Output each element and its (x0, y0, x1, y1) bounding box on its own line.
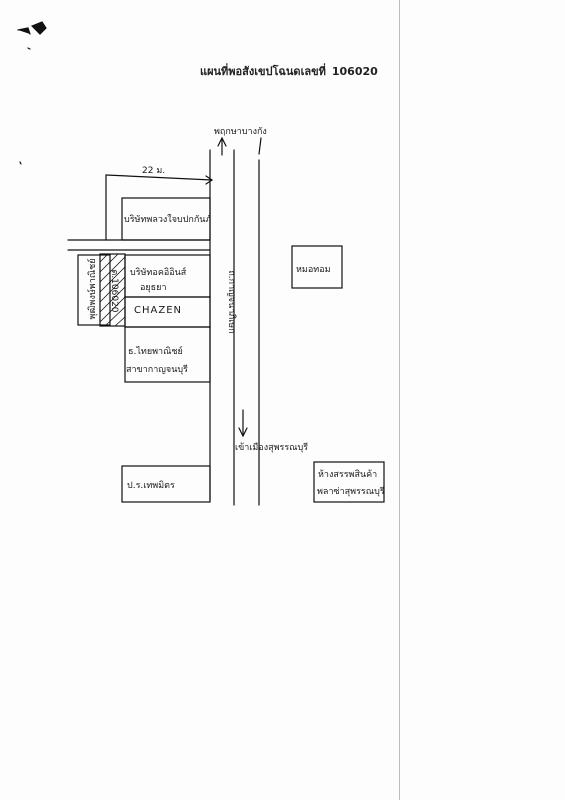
building-thai-panich (124, 326, 211, 383)
south-road-label: เข้าเมืองสุพรรณบุรี (235, 443, 309, 453)
label-department-store: ห้างสรรพสินค้า (318, 470, 378, 480)
label-thai-panich: ธ.ไทยพาณิชย์ (128, 347, 183, 357)
label-left-strip: พุฒิพงษ์พาณิชย์ (88, 258, 98, 320)
dimension-arrow-icon (205, 175, 214, 185)
paper-margin-line (399, 0, 400, 800)
label-department-store-sub: พลาซ่าสุพรรณบุรี (317, 487, 385, 497)
building-department-store (313, 461, 385, 503)
distance-label: 22 ม. (142, 166, 166, 176)
road-name-label: ถ.กาญจนาภิเษก (226, 270, 236, 334)
pen-dot-icon (19, 161, 22, 165)
south-arrow-icon (238, 427, 248, 438)
title-text: แผนที่พอสังเขปโฉนดเลขที่ (200, 65, 326, 78)
label-top-building: บริษัทพลวงใจบปกกันภัย (124, 215, 210, 225)
plot-hatch (99, 253, 126, 327)
north-road-label: พฤกษาบางกัง (214, 127, 267, 137)
corner-mark-icon (17, 21, 47, 35)
building-left-strip (77, 254, 111, 326)
map-title: แผนที่พอสังเขปโฉนดเลขที่ 106020 (200, 62, 378, 80)
deed-number: 106020 (331, 65, 378, 78)
label-thai-panich-sub: สาขากาญจนบุรี (126, 365, 188, 375)
building-east (291, 245, 343, 289)
label-axa: บริษัทอคอิอินส์ (130, 268, 187, 278)
plot-number-label: ด.106020 (109, 269, 119, 313)
label-east-building: หมอทอม (296, 265, 331, 275)
label-chazen: CHAZEN (134, 305, 182, 316)
north-arrow-icon (217, 136, 227, 147)
pen-dot-icon (27, 47, 31, 50)
building-gas-station (121, 465, 211, 503)
label-gas-station: ป.ร.เทพมิตร (127, 481, 175, 491)
label-axa-sub: อยุธยา (140, 283, 167, 293)
